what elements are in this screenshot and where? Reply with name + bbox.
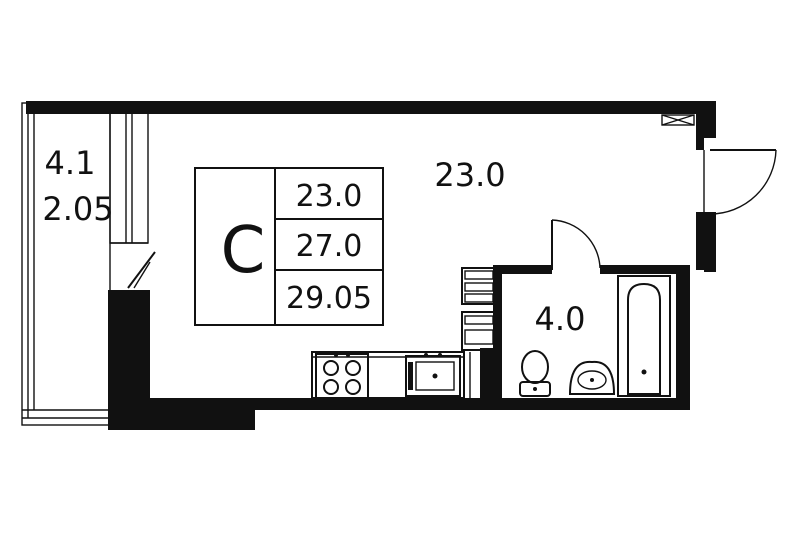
main-room-area-label: 23.0 bbox=[434, 156, 505, 194]
washbasin-icon bbox=[568, 360, 616, 395]
bathroom-area-label: 4.0 bbox=[535, 300, 586, 338]
entrance-door bbox=[703, 149, 777, 215]
toilet-icon bbox=[519, 350, 551, 397]
living-area-value: 23.0 bbox=[296, 179, 363, 214]
apartment-type-label: С bbox=[221, 214, 266, 288]
kitchen-counter bbox=[311, 267, 497, 399]
walls bbox=[26, 101, 716, 430]
balcony-area-label: 4.1 bbox=[45, 144, 96, 182]
bathtub-icon bbox=[617, 275, 671, 397]
kitchen-sink-icon bbox=[405, 353, 461, 397]
total-area-value: 27.0 bbox=[296, 229, 363, 264]
bathroom-door bbox=[551, 219, 601, 270]
ventilation-duct bbox=[661, 114, 695, 126]
stove-icon bbox=[315, 353, 369, 399]
area-legend: С 23.0 27.0 29.05 bbox=[194, 167, 384, 326]
total-with-balcony-value: 29.05 bbox=[286, 281, 372, 316]
balcony-reduced-area-label: 2.05 bbox=[42, 190, 113, 228]
